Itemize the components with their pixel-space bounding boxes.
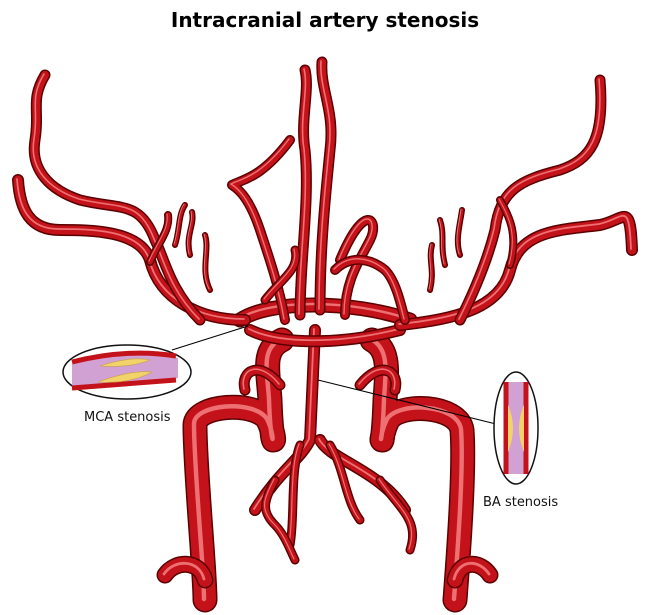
- artery-segment: [378, 478, 413, 550]
- artery-segment: [456, 76, 605, 324]
- artery-segment: [16, 178, 245, 320]
- ba-callout-line: [317, 379, 497, 425]
- mca-callout-line: [171, 325, 249, 351]
- artery-segment: [287, 442, 303, 548]
- artery-segment: [368, 336, 464, 602]
- artery-segment: [203, 233, 210, 290]
- artery-segment: [228, 136, 294, 324]
- artery-segment: [438, 218, 447, 267]
- artery-segment: [187, 210, 193, 255]
- artery-segment: [428, 243, 432, 290]
- artery-segment: [456, 208, 464, 257]
- artery-segment: [358, 368, 396, 390]
- artery-segment: [296, 66, 311, 319]
- artery-segment: [262, 247, 299, 303]
- artery-segment: [318, 60, 331, 310]
- mca-stenosis-label: MCA stenosis: [84, 410, 171, 425]
- artery-segment: [242, 368, 280, 390]
- artery-segment: [456, 208, 462, 255]
- artery-segment: [248, 328, 400, 342]
- artery-segment: [203, 233, 212, 292]
- artery-segment: [298, 68, 307, 315]
- artery-segment: [162, 561, 206, 581]
- artery-segment: [32, 73, 200, 320]
- artery-segment: [428, 243, 434, 292]
- cerebral-arteries: [12, 56, 638, 613]
- artery-segment: [237, 302, 411, 321]
- artery-segment: [253, 328, 315, 510]
- artery-segment: [333, 258, 405, 320]
- artery-segment: [30, 71, 204, 324]
- artery-segment: [187, 210, 195, 257]
- artery-segment: [13, 175, 250, 325]
- artery-segment: [356, 366, 400, 394]
- artery-segment: [173, 203, 187, 247]
- artery-segment: [328, 443, 360, 520]
- artery-segment: [12, 174, 251, 326]
- mca-stenosis-inset: [62, 344, 192, 400]
- artery-segment: [498, 198, 513, 265]
- diagram-title: Intracranial artery stenosis: [170, 8, 480, 32]
- artery-segment: [454, 74, 607, 326]
- artery-segment: [438, 218, 445, 265]
- artery-segment: [191, 336, 284, 602]
- artery-segment: [458, 78, 601, 320]
- artery-segment: [173, 203, 185, 245]
- artery-segment: [263, 248, 296, 300]
- artery-segment: [148, 213, 168, 262]
- artery-segment: [147, 212, 171, 265]
- ba-stenosis-label: BA stenosis: [483, 495, 559, 510]
- artery-segment: [264, 478, 295, 560]
- artery-segment: [229, 138, 290, 320]
- ba-stenosis-inset: [493, 371, 539, 485]
- artery-segment: [336, 216, 377, 319]
- artery-segment: [288, 443, 300, 545]
- artery-segment: [338, 218, 373, 315]
- artery-segment: [452, 561, 491, 581]
